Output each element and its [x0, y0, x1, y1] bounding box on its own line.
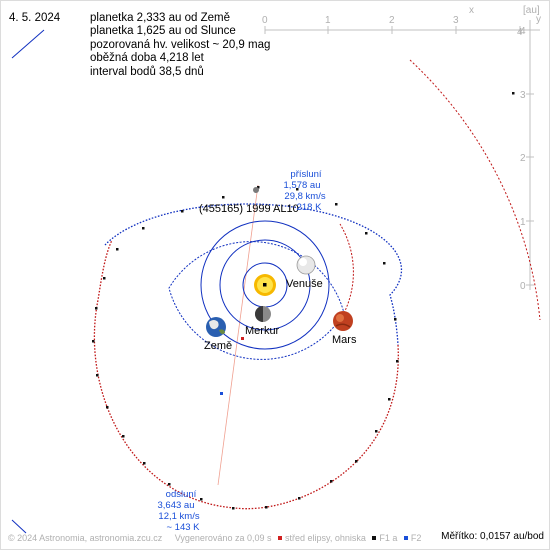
aphelion-title: odsluní: [166, 489, 197, 500]
f2-legend: F2: [410, 533, 422, 543]
center-marker-icon: [277, 536, 282, 540]
asteroid-marker: [253, 187, 259, 193]
info-panel: planetka 2,333 au od Země planetka 1,625…: [90, 12, 270, 79]
footer: © 2024 Astronomia, astronomia.zcu.cz Vyg…: [8, 533, 421, 543]
info-magnitude: pozorovaná hv. velikost ~ 20,9 mag: [90, 38, 271, 51]
f1-legend: F1 a: [379, 533, 398, 543]
generated-time: Vygenerováno za 0,09 s: [174, 533, 272, 543]
ellipse-center-marker: [241, 337, 244, 340]
info-sun-distance: planetka 1,625 au od Slunce: [90, 25, 236, 38]
focus-f1-icon: [372, 536, 377, 540]
aphelion-distance: 3,643 au: [158, 500, 195, 511]
aphelion-speed: 12,1 km/s: [158, 511, 199, 522]
y-tick-4: 4: [520, 26, 526, 37]
x-tick-0: 0: [262, 15, 268, 26]
asteroid-orbit: [93, 59, 541, 510]
asteroid-label: (455165) 1999 AL10: [199, 203, 299, 215]
perihelion-temperature: 218 K: [297, 202, 322, 213]
sun: [254, 274, 276, 296]
y-tick-0: 0: [520, 281, 526, 292]
aphelion-temperature: ~ 143 K: [166, 522, 200, 533]
earth-icon: [206, 317, 226, 337]
orbit-points: [92, 92, 515, 510]
focus-f2-icon: [403, 536, 408, 540]
date-label: 4. 5. 2024: [9, 12, 61, 24]
x-tick-3: 3: [453, 15, 459, 26]
apsis-line: [217, 184, 259, 486]
axes: [264, 20, 540, 290]
direction-mark-top: [11, 29, 45, 59]
perihelion-distance: 1,578 au: [284, 180, 321, 191]
copyright-link[interactable]: © 2024 Astronomia, astronomia.zcu.cz: [8, 533, 163, 543]
y-tick-3: 3: [520, 90, 526, 101]
earth-orbit: [200, 220, 330, 350]
venus-orbit: [219, 239, 311, 331]
y-tick-2: 2: [520, 153, 526, 164]
mars-orbit-near: [339, 223, 354, 314]
x-tick-1: 1: [325, 15, 331, 26]
y-tick-1: 1: [520, 217, 526, 228]
info-earth-distance: planetka 2,333 au od Země: [90, 12, 231, 24]
y-axis-label: y: [536, 14, 541, 25]
venus-label: Venuše: [286, 278, 323, 290]
center-legend: střed elipsy, ohniska: [284, 533, 366, 543]
info-point-interval: interval bodů 38,5 dnů: [90, 65, 204, 78]
x-tick-4: 4: [517, 27, 523, 38]
mercury-icon: [255, 306, 271, 322]
unit-label: [au]: [523, 5, 540, 16]
info-orbital-period: oběžná doba 4,218 let: [90, 52, 204, 65]
x-axis-label: x: [469, 5, 474, 16]
earth-label: Země: [204, 340, 232, 352]
jupiter-orbit-arc: [409, 59, 541, 321]
direction-mark-bottom: [11, 519, 27, 534]
mercury-label: Merkur: [245, 325, 280, 337]
x-tick-2: 2: [389, 15, 395, 26]
mars-label: Mars: [332, 334, 357, 346]
scale-label: Měřítko: 0,0157 au/bod: [441, 531, 544, 542]
mars-icon: [333, 311, 353, 331]
perihelion-title: přísluní: [290, 169, 322, 180]
mars-orbit-far: [168, 241, 345, 360]
perihelion-speed: 29,8 km/s: [284, 191, 325, 202]
focus-f2-marker: [220, 392, 223, 395]
venus-icon: [296, 255, 316, 275]
